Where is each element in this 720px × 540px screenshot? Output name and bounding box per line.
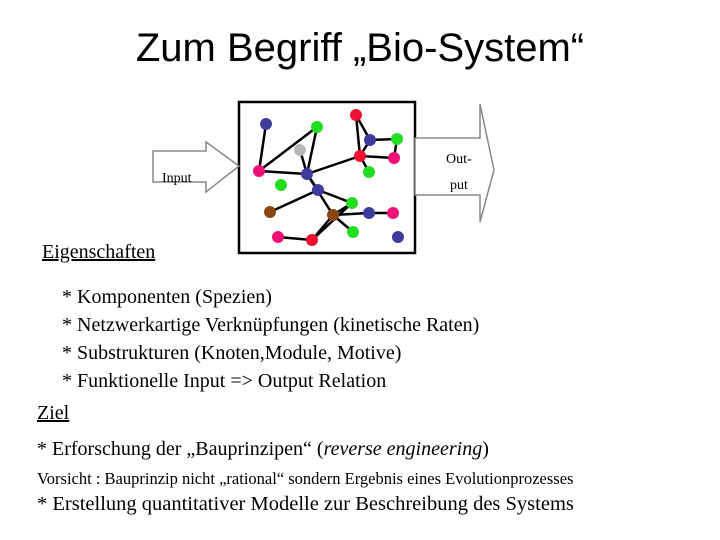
network-node-blue <box>260 118 272 130</box>
network-node-green <box>347 226 359 238</box>
network-node-green <box>391 133 403 145</box>
network-node-magenta <box>387 207 399 219</box>
network-node-blue <box>363 207 375 219</box>
network-nodes <box>253 109 404 246</box>
slide-title: Zum Begriff „Bio-System“ <box>135 26 585 70</box>
network-node-blue <box>312 184 324 196</box>
network-node-blue <box>301 168 313 180</box>
network-edge <box>305 154 362 176</box>
network-edge <box>310 201 354 242</box>
goal-heading: Ziel <box>37 402 70 424</box>
output-label-line1: Out- <box>446 152 472 167</box>
network-edge <box>257 122 268 173</box>
goal-note: Vorsicht : Bauprinzip nicht „rational“ s… <box>37 469 574 488</box>
network-node-green <box>363 166 375 178</box>
input-arrow <box>152 140 241 194</box>
network-edge <box>257 125 319 173</box>
network-node-grey <box>294 144 306 156</box>
property-item: * Komponenten (Spezien) <box>62 286 272 308</box>
goal-item-research-text: * Erforschung der „Bauprinzipen“ ( <box>37 438 324 460</box>
network-edge <box>354 113 362 158</box>
property-item: * Funktionelle Input => Output Relation <box>62 370 387 392</box>
network-node-red <box>306 234 318 246</box>
output-label-line2: put <box>450 178 468 193</box>
network-edge <box>316 188 354 205</box>
goal-item-models: * Erstellung quantitativer Modelle zur B… <box>37 493 574 515</box>
network-node-blue <box>392 231 404 243</box>
network-node-red <box>354 150 366 162</box>
network-node-brown <box>264 206 276 218</box>
property-item: * Netzwerkartige Verknüpfungen (kinetisc… <box>62 314 480 336</box>
property-item: * Substrukturen (Knoten,Module, Motive) <box>62 342 402 364</box>
goal-item-research: * Erforschung der „Bauprinzipen“ (revers… <box>37 438 489 461</box>
network-edge <box>257 169 309 176</box>
network-node-magenta <box>253 165 265 177</box>
network-node-magenta <box>272 231 284 243</box>
network-node-green <box>346 197 358 209</box>
network-node-brown <box>327 209 339 221</box>
input-label: Input <box>162 171 192 186</box>
network-edge <box>305 125 319 176</box>
output-arrow <box>414 103 495 223</box>
network-node-red <box>350 109 362 121</box>
goal-item-research-emphasis: reverse engineering <box>323 438 483 460</box>
network-node-green <box>311 121 323 133</box>
goal-item-research-suffix: ) <box>482 438 489 460</box>
network-node-green <box>275 179 287 191</box>
properties-heading: Eigenschaften <box>42 241 156 263</box>
network-node-magenta <box>388 152 400 164</box>
network-node-blue <box>364 134 376 146</box>
network-edge <box>268 188 320 214</box>
